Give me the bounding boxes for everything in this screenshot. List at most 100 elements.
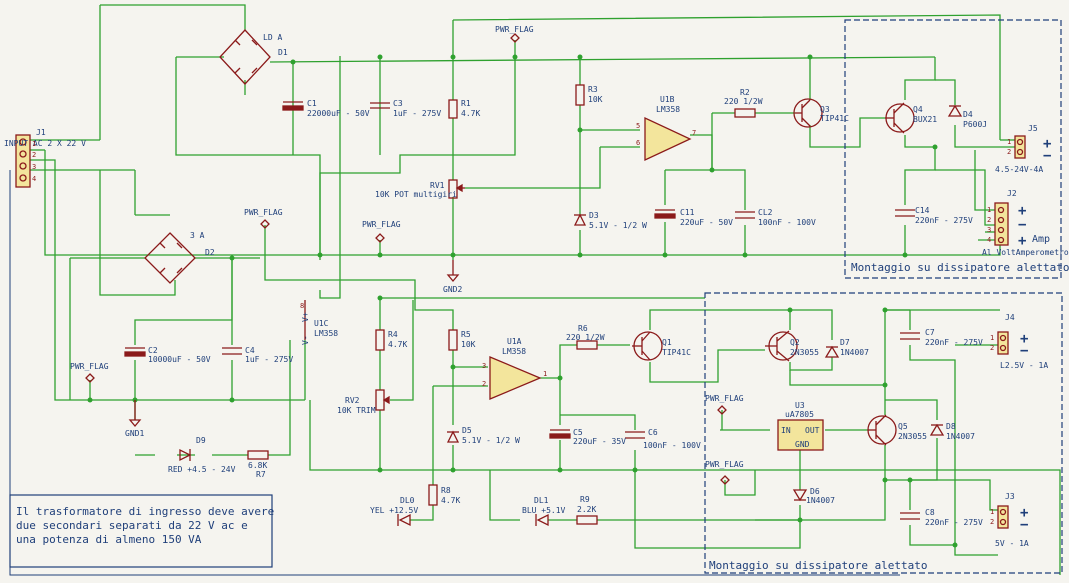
- ld-a-ref: LD A: [263, 33, 282, 42]
- r6-value: 220 1/2W: [566, 333, 605, 342]
- u1b-ref: U1B: [660, 95, 675, 104]
- c7-value: 220nF - 275V: [925, 338, 983, 347]
- pwr-flag-d6-symbol: [720, 475, 730, 485]
- pwr-flag-c2: PWR_FLAG: [70, 362, 109, 371]
- r3-ref: R3: [588, 85, 598, 94]
- u1b-value: LM358: [656, 105, 680, 114]
- q1-value: TIP41C: [662, 348, 691, 357]
- j5-connector: [1014, 135, 1026, 159]
- u1c-value: LM358: [314, 329, 338, 338]
- u3-ref: U3: [795, 401, 805, 410]
- led-dl0: [397, 513, 411, 527]
- r7-ref: R7: [256, 470, 266, 479]
- pwr-flag-d6: PWR_FLAG: [705, 460, 744, 469]
- j1-value: INPUT AC 2 X 22 V: [4, 139, 86, 148]
- d9-ref: D9: [196, 436, 206, 445]
- c6-value: 100nF - 100V: [643, 441, 701, 450]
- r4-ref: R4: [388, 330, 398, 339]
- l3-a-value: D2: [205, 248, 215, 257]
- zener-d5: [446, 430, 460, 443]
- diode-d4: [947, 104, 963, 117]
- j2-pin-3: 3: [987, 226, 991, 234]
- j2-connector: [994, 202, 1009, 246]
- rv2-ref: RV2: [345, 396, 360, 405]
- q2-value: 2N3055: [790, 348, 819, 357]
- opamp-u1b: [644, 116, 692, 162]
- r8-value: 4.7K: [441, 496, 460, 505]
- q5-value: 2N3055: [898, 432, 927, 441]
- transistor-q1: [632, 331, 663, 361]
- u1a-value: LM358: [502, 347, 526, 356]
- heatsink-box-bottom: [704, 292, 1063, 574]
- j4-pin-1: 1: [990, 334, 994, 342]
- u1b-pin-5: 5: [636, 122, 640, 130]
- u1c-vminus: V-: [301, 335, 310, 345]
- c2-ref: C2: [148, 346, 158, 355]
- potentiometer-rv1: [448, 179, 465, 199]
- d8-ref: D8: [946, 422, 956, 431]
- rv2-value: 10K TRIM: [337, 406, 376, 415]
- gnd2-label: GND2: [443, 285, 462, 294]
- c5-value: 220uF - 35V: [573, 437, 626, 446]
- j4-value: L2.5V - 1A: [1000, 361, 1048, 370]
- resistor-r3: [575, 84, 585, 106]
- dl0-ref: DL0: [400, 496, 415, 505]
- j5-minus-sign: −: [1043, 148, 1051, 164]
- r1-ref: R1: [461, 99, 471, 108]
- rv1-value: 10K POT multigiri: [375, 190, 457, 199]
- opamp-u1a: [489, 356, 542, 400]
- capacitor-c12: [735, 211, 755, 219]
- j3-plus-sign: +: [1020, 505, 1028, 521]
- j3-ref: J3: [1005, 492, 1015, 501]
- q1-ref: Q1: [662, 338, 672, 347]
- gnd1-label: GND1: [125, 429, 144, 438]
- bridge-rectifier-d2: [144, 232, 196, 284]
- c3-value: 1uF - 275V: [393, 109, 441, 118]
- transistor-q5: [867, 414, 897, 446]
- pwr-flag-left-symbol: [260, 219, 270, 229]
- r2-ref: R2: [740, 88, 750, 97]
- d6-ref: D6: [810, 487, 820, 496]
- zener-d3: [573, 213, 587, 226]
- led-dl1: [535, 513, 549, 527]
- c2-value: 10000uF - 50V: [148, 355, 211, 364]
- heatsink-box-top: [844, 19, 1062, 279]
- pwr-flag-top: PWR_FLAG: [495, 25, 534, 34]
- d7-ref: D7: [840, 338, 850, 347]
- junctions: [87, 54, 958, 548]
- u1c-pin-8: 8: [300, 302, 304, 310]
- d9-value: RED +4.5 - 24V: [168, 465, 236, 474]
- led-d9: [179, 448, 192, 462]
- heatsink-box-bottom-label: Montaggio su dissipatore alettato: [709, 559, 928, 572]
- resistor-r8: [428, 484, 438, 506]
- r6-ref: R6: [578, 324, 588, 333]
- j3-value: 5V - 1A: [995, 539, 1029, 548]
- d3-value: 5.1V - 1/2 W: [589, 221, 647, 230]
- j5-value: 4.5-24V-4A: [995, 165, 1043, 174]
- u3-value: uA7805: [785, 410, 814, 419]
- c11-value: 220uF - 50V: [680, 218, 733, 227]
- transistor-q3: [793, 98, 823, 128]
- l3-a-ref: 3 A: [190, 231, 205, 240]
- pwr-flag-mid-symbol: [375, 233, 385, 243]
- pwr-flag-c2-symbol: [85, 373, 95, 383]
- resistor-r9: [576, 515, 598, 525]
- gnd2-symbol: [446, 260, 460, 283]
- pwr-flag-top-symbol: [510, 33, 520, 43]
- resistor-r6: [576, 340, 598, 350]
- diode-d8: [929, 423, 945, 436]
- j3-pin-2: 2: [990, 518, 994, 526]
- j5-plus-sign: +: [1043, 136, 1051, 152]
- j4-pin-2: 2: [990, 344, 994, 352]
- j2-pin-4: 4: [987, 236, 991, 244]
- j2-amp-label: Amp: [1032, 234, 1050, 245]
- c8-ref: C8: [925, 508, 935, 517]
- dl1-value: BLU +5.1V: [522, 506, 566, 515]
- d3-ref: D3: [589, 211, 599, 220]
- u1a-pin-3: 3: [482, 362, 486, 370]
- j2-plus-sign-2: +: [1018, 233, 1026, 249]
- ld-a-value: D1: [278, 48, 288, 57]
- bridge-rectifier-d1: [219, 29, 271, 85]
- capacitor-c8: [900, 512, 920, 520]
- capacitor-c5: [549, 429, 571, 439]
